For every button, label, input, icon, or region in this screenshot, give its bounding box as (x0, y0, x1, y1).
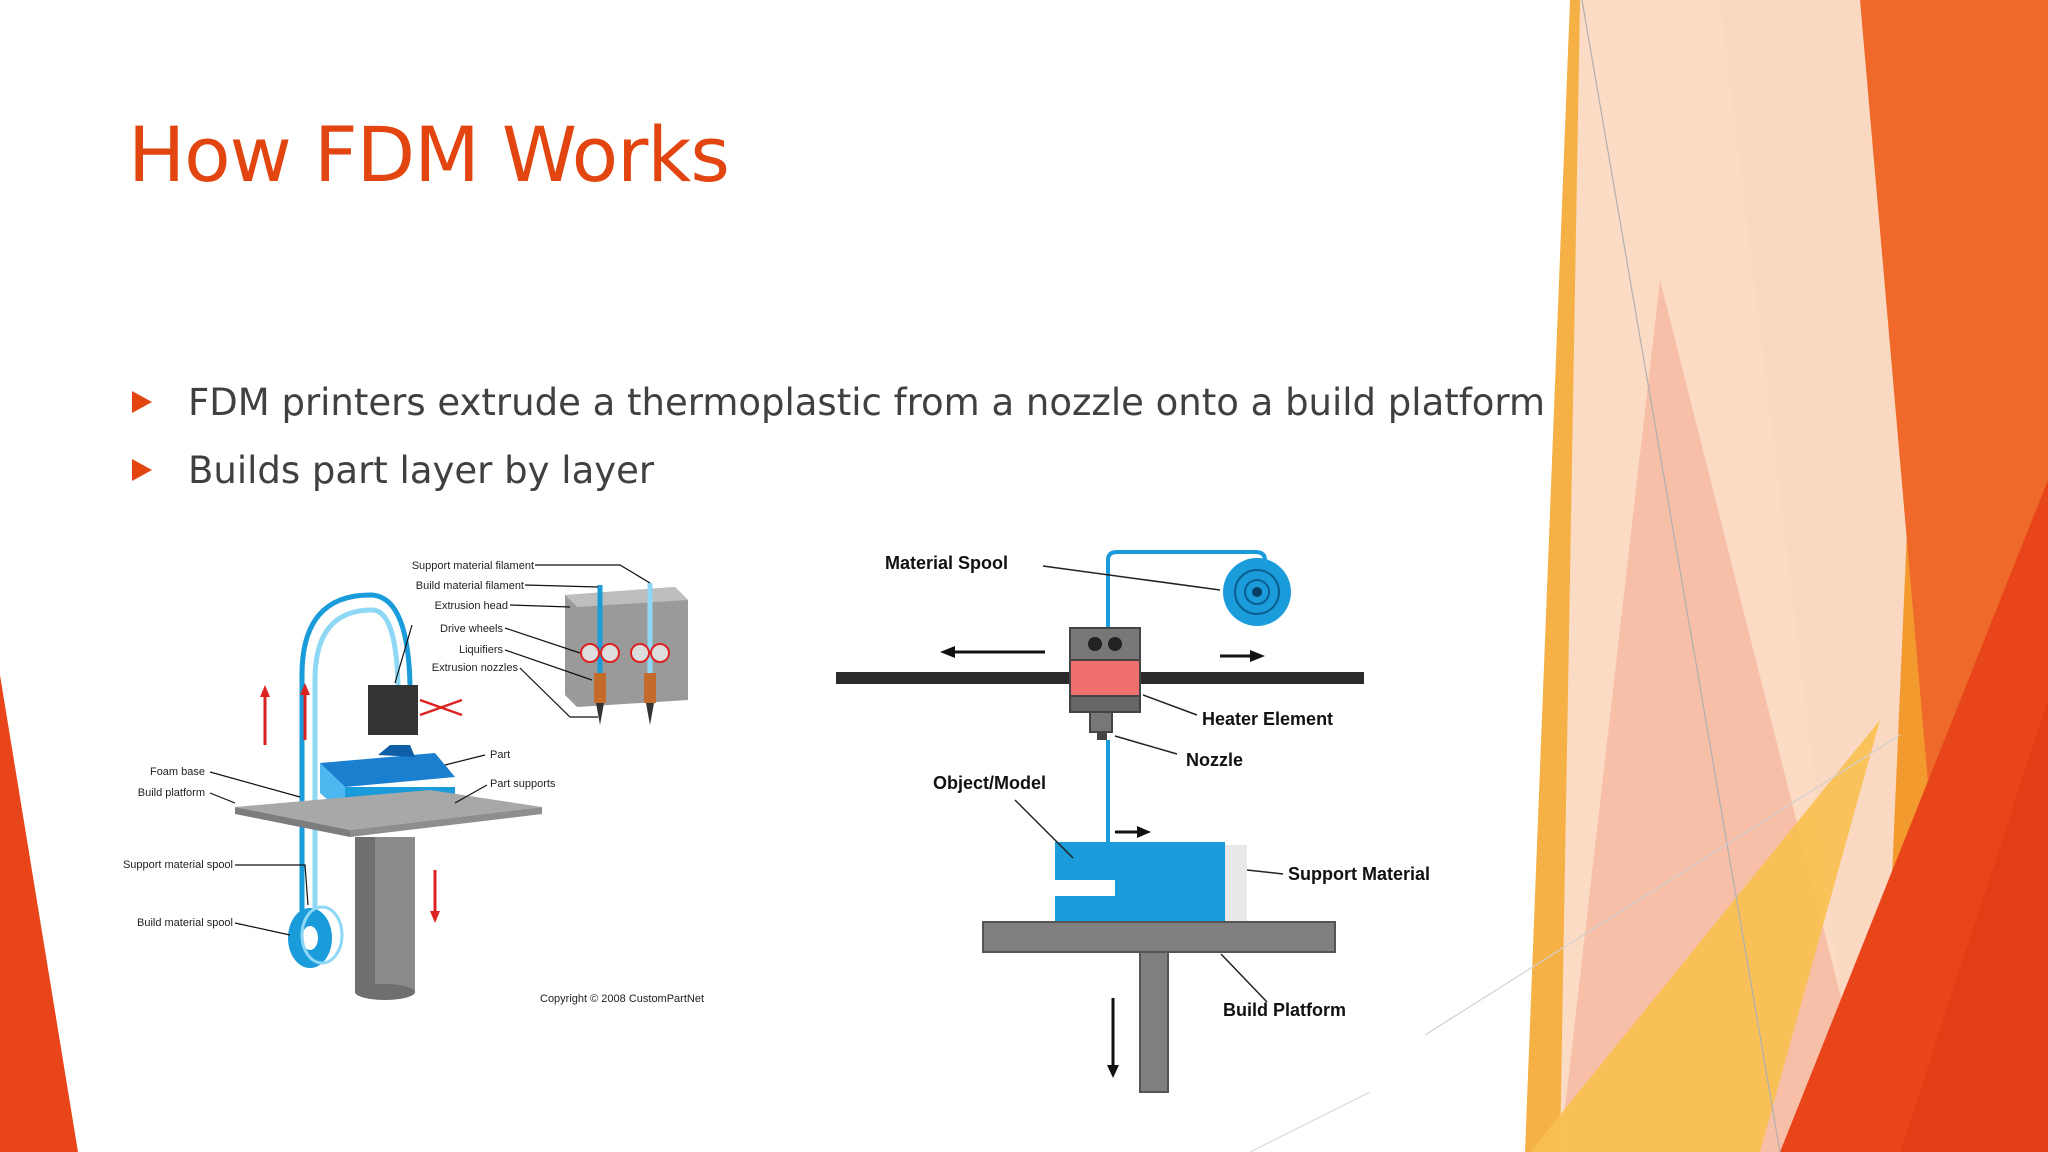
label-foam-base: Foam base (150, 766, 205, 778)
platform-column-shade (355, 837, 375, 992)
label-liquifiers: Liquifiers (459, 644, 504, 656)
red-up-arrows (260, 683, 310, 745)
nozzle-tip (1097, 732, 1107, 740)
label-part: Part (490, 749, 510, 761)
zoom-head-top (565, 587, 688, 607)
drive-wheel-left (1088, 637, 1102, 651)
heater-element-block (1069, 659, 1141, 697)
label-support-spool: Support material spool (123, 859, 233, 871)
label-nozzle: Nozzle (1186, 750, 1243, 770)
label-part-supports: Part supports (490, 778, 556, 790)
build-platform-top (235, 790, 542, 830)
head-bottom (1069, 695, 1141, 713)
bullet-text: FDM printers extrude a thermoplastic fro… (188, 380, 1546, 424)
label-object-model: Object/Model (933, 773, 1046, 793)
spool-ring-inner (1244, 579, 1270, 605)
part-nozzle-tip (378, 745, 415, 757)
thin-line-2 (1424, 734, 1901, 1036)
left-red-shape (0, 675, 78, 1152)
label-material-spool: Material Spool (885, 553, 1008, 573)
spool-center (1252, 587, 1262, 597)
drive-wheel-right (1108, 637, 1122, 651)
drive-housing (1069, 627, 1141, 661)
label-heater-element: Heater Element (1202, 709, 1333, 729)
zoom-liquifier-right (644, 673, 656, 703)
label-build-filament: Build material filament (416, 580, 524, 592)
zoom-nozzle-left (596, 703, 604, 725)
build-platform-front (350, 807, 542, 837)
bullet-list: FDM printers extrude a thermoplastic fro… (132, 368, 1545, 504)
fdm-3d-diagram: Support material filament Build material… (123, 560, 704, 1005)
bullet-text: Builds part layer by layer (188, 448, 655, 492)
bottom-right-deep-red-shape (1900, 700, 2048, 1152)
zoom-nozzle-right (646, 703, 654, 725)
label-copyright: Copyright © 2008 CustomPartNet (540, 993, 704, 1005)
right-diagram-labels: Material Spool Heater Element Nozzle Obj… (885, 553, 1430, 1020)
zoom-liquifier-left (594, 673, 606, 703)
leader-lines (209, 564, 651, 936)
label-build-platform: Build platform (138, 787, 205, 799)
column-base (355, 984, 415, 1000)
object-cavity (1055, 880, 1115, 896)
label-support-filament: Support material filament (412, 560, 534, 572)
filament-line (1106, 550, 1267, 662)
bullet-triangle-icon (132, 391, 152, 413)
build-platform (982, 921, 1336, 953)
right-leader-lines (1014, 565, 1284, 1003)
label-build-spool: Build material spool (137, 917, 233, 929)
nozzle-block (1089, 711, 1113, 733)
label-support-material: Support Material (1288, 864, 1430, 884)
extrusion-head-block (368, 685, 418, 735)
bullet-triangle-icon (132, 459, 152, 481)
support-spool (300, 905, 344, 965)
yellow-wedge-shape (1530, 720, 1880, 1152)
label-build-platform-right: Build Platform (1223, 1000, 1346, 1020)
part-top (320, 753, 455, 787)
thin-line-3 (1249, 1091, 1371, 1152)
zoom-drive-wheels (580, 643, 670, 663)
object-motion-arrow-icon (1115, 826, 1151, 838)
build-spool-hole (302, 926, 318, 950)
platform-column (1139, 951, 1169, 1093)
label-extrusion-nozzles: Extrusion nozzles (432, 662, 519, 674)
bullet-item: FDM printers extrude a thermoplastic fro… (132, 368, 1545, 436)
thin-line-1 (1581, 0, 1781, 1152)
support-filament-tube (312, 607, 401, 920)
slide-title: How FDM Works (128, 110, 730, 199)
red-down-arrow (430, 870, 440, 923)
label-drive-wheels: Drive wheels (440, 623, 503, 635)
build-platform-side (235, 807, 350, 837)
spool-ring-outer (1234, 569, 1280, 615)
bullet-item: Builds part layer by layer (132, 436, 1545, 504)
support-material-block (1225, 845, 1247, 922)
label-extrusion-head: Extrusion head (435, 600, 508, 612)
red-motion-arrows (419, 698, 463, 717)
fdm-2d-diagram: Material Spool Heater Element Nozzle Obj… (836, 550, 1430, 1093)
right-arrow-icon (1220, 650, 1265, 662)
left-diagram-labels: Support material filament Build material… (123, 560, 704, 1005)
down-arrow-icon (1107, 998, 1119, 1078)
left-arrow-icon (940, 646, 1045, 658)
